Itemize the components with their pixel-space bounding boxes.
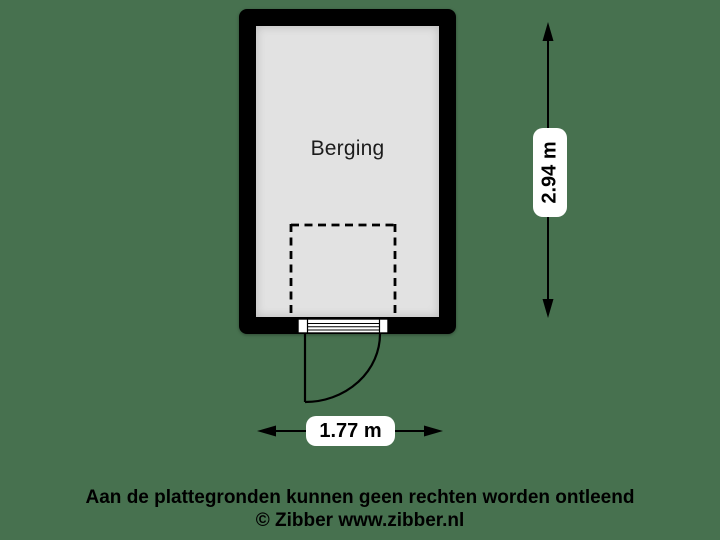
height-dimension-label: 2.94 m [533,128,567,217]
arrow-right-icon [424,425,443,437]
arrow-left-icon [257,425,276,437]
door-threshold [297,318,389,334]
disclaimer-text: Aan de plattegronden kunnen geen rechten… [85,487,635,508]
arrow-down-icon [542,299,554,318]
door-swing [303,333,382,404]
width-dimension-label: 1.77 m [306,416,395,446]
room-label: Berging [310,137,385,160]
dashed-outline [289,223,397,317]
arrow-up-icon [542,22,554,41]
footer: Aan de plattegronden kunnen geen rechten… [0,486,720,532]
copyright-text: © Zibber www.zibber.nl [255,510,465,531]
room-berging: Berging [239,9,456,334]
height-dimension-value: 2.94 m [538,141,561,204]
